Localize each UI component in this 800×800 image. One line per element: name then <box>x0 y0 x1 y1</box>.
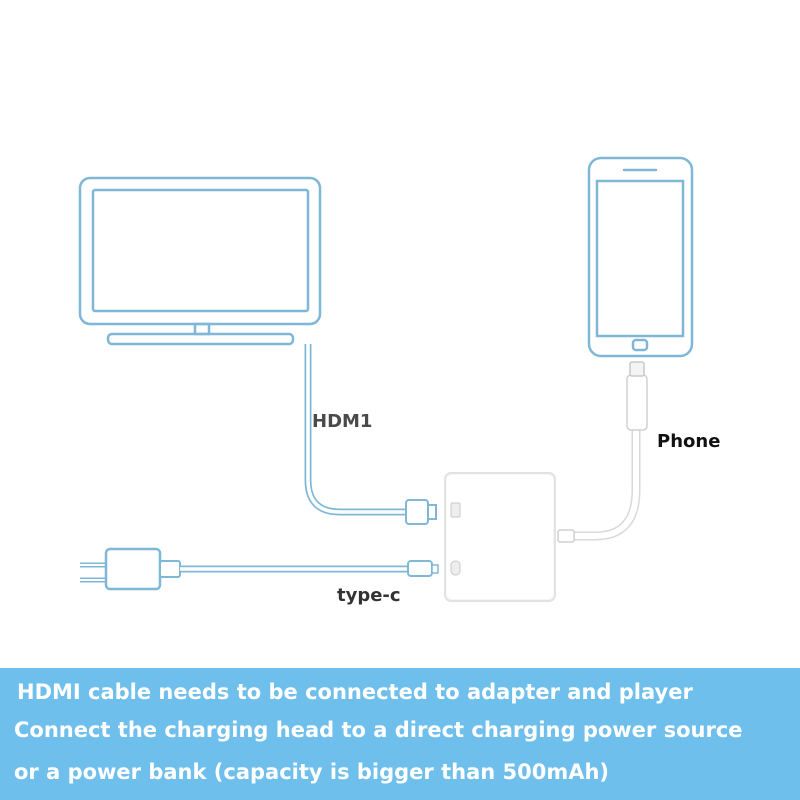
phone-icon <box>587 156 694 358</box>
connection-diagram <box>78 156 694 602</box>
hdmi-cable <box>304 344 437 525</box>
instruction-line-3: or a power bank (capacity is bigger than… <box>14 760 610 784</box>
instruction-line-1: HDMI cable needs to be connected to adap… <box>17 680 693 704</box>
typec-cable <box>180 560 439 577</box>
instruction-line-2: Connect the charging head to a direct ch… <box>14 718 743 742</box>
instruction-banner: HDMI cable needs to be connected to adap… <box>0 668 800 800</box>
power-plug-icon <box>80 547 181 591</box>
lightning-cable <box>557 361 648 543</box>
typec-label: type-c <box>337 585 401 606</box>
phone-label: Phone <box>657 431 721 452</box>
hdmi-label: HDM1 <box>312 411 373 432</box>
monitor-icon <box>78 176 322 346</box>
adapter-icon <box>444 472 556 602</box>
